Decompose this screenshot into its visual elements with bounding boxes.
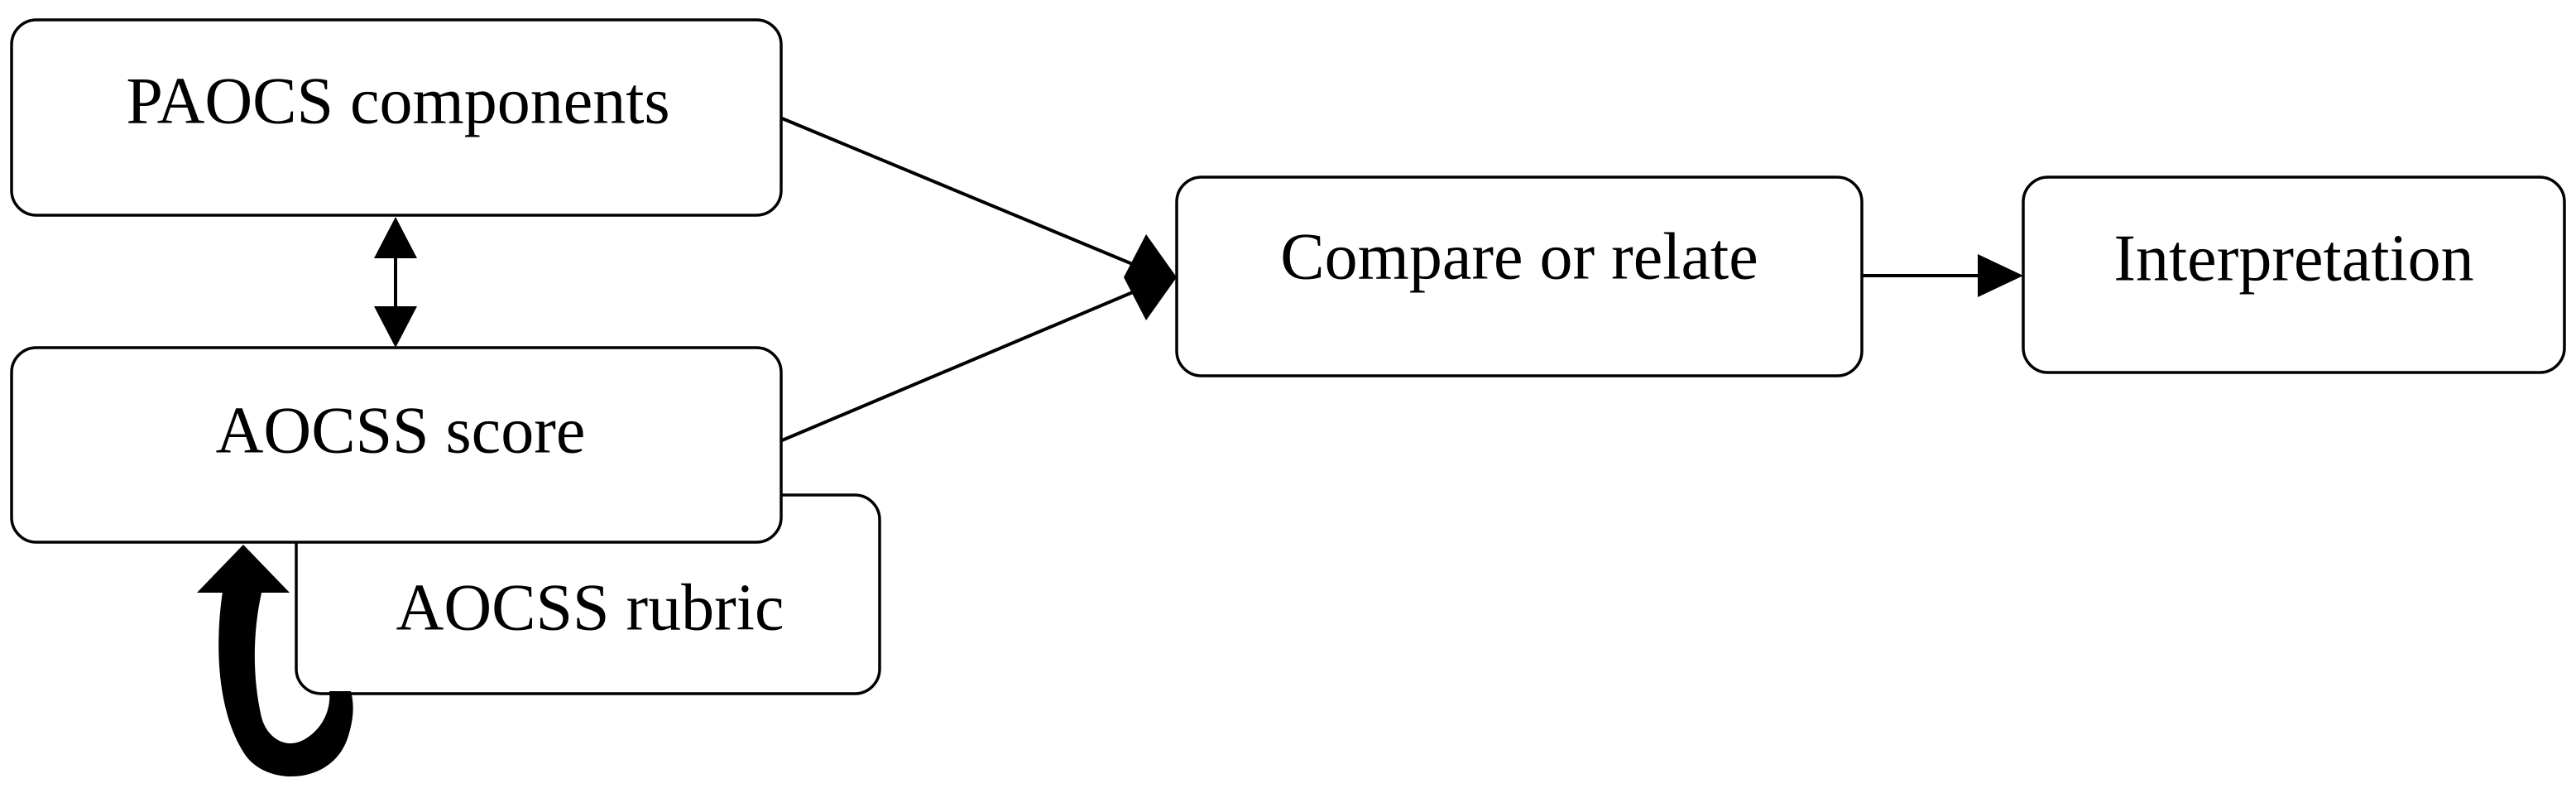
node-paocs-components-label: PAOCS components [126, 65, 669, 137]
node-aocss-score [10, 346, 783, 544]
edge-paocs-to-compare [781, 117, 1155, 275]
interpretation-arrowhead [1978, 254, 2023, 297]
node-aocss-rubric-label: AOCSS rubric [396, 571, 784, 644]
aocss-score-self-loop-arrowhead [197, 545, 290, 593]
bidirectional-arrowhead-up [374, 217, 417, 258]
node-compare-or-relate [1175, 175, 1864, 377]
node-interpretation [2022, 175, 2566, 374]
node-aocss-score-label: AOCSS score [216, 394, 586, 467]
node-compare-or-relate-label: Compare or relate [1280, 220, 1758, 293]
edge-score-to-compare [781, 281, 1155, 442]
bidirectional-arrowhead-down [374, 306, 417, 348]
node-interpretation-label: Interpretation [2113, 222, 2473, 295]
compare-arrowhead [1124, 234, 1177, 320]
node-paocs-components [10, 18, 783, 217]
aocss-score-self-loop [218, 586, 353, 777]
